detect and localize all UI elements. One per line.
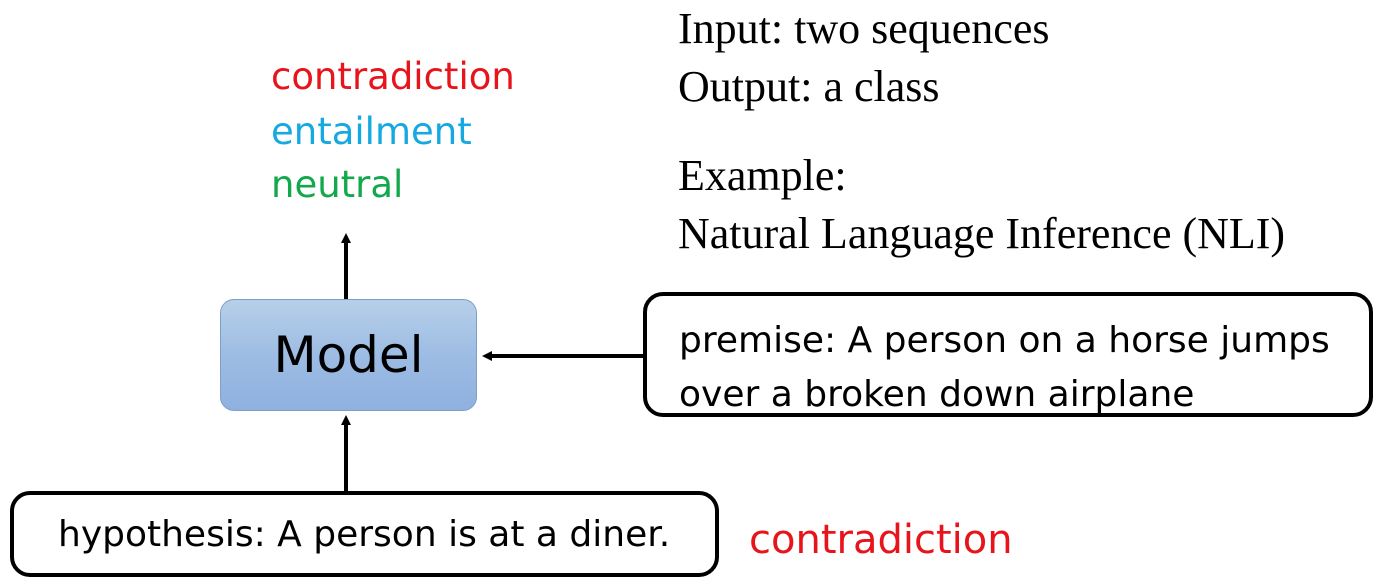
premise-text-line-1: premise: A person on a horse jumps [679,320,1330,361]
premise-box: premise: A person on a horse jumps over … [643,292,1373,417]
hypothesis-text: hypothesis: A person is at a diner. [58,514,671,555]
description-output: Output: a class [678,62,940,111]
class-label-entailment: entailment [271,110,472,153]
description-example: Example: [678,151,847,200]
class-label-neutral: neutral [271,163,404,206]
class-label-contradiction: contradiction [271,55,515,98]
model-label: Model [273,326,424,384]
hypothesis-box: hypothesis: A person is at a diner. [10,491,719,577]
description-task-name: Natural Language Inference (NLI) [678,209,1286,258]
model-box: Model [220,299,477,411]
premise-text-line-2: over a broken down airplane [679,374,1195,415]
result-label: contradiction [749,517,1013,563]
description-input: Input: two sequences [678,4,1050,53]
